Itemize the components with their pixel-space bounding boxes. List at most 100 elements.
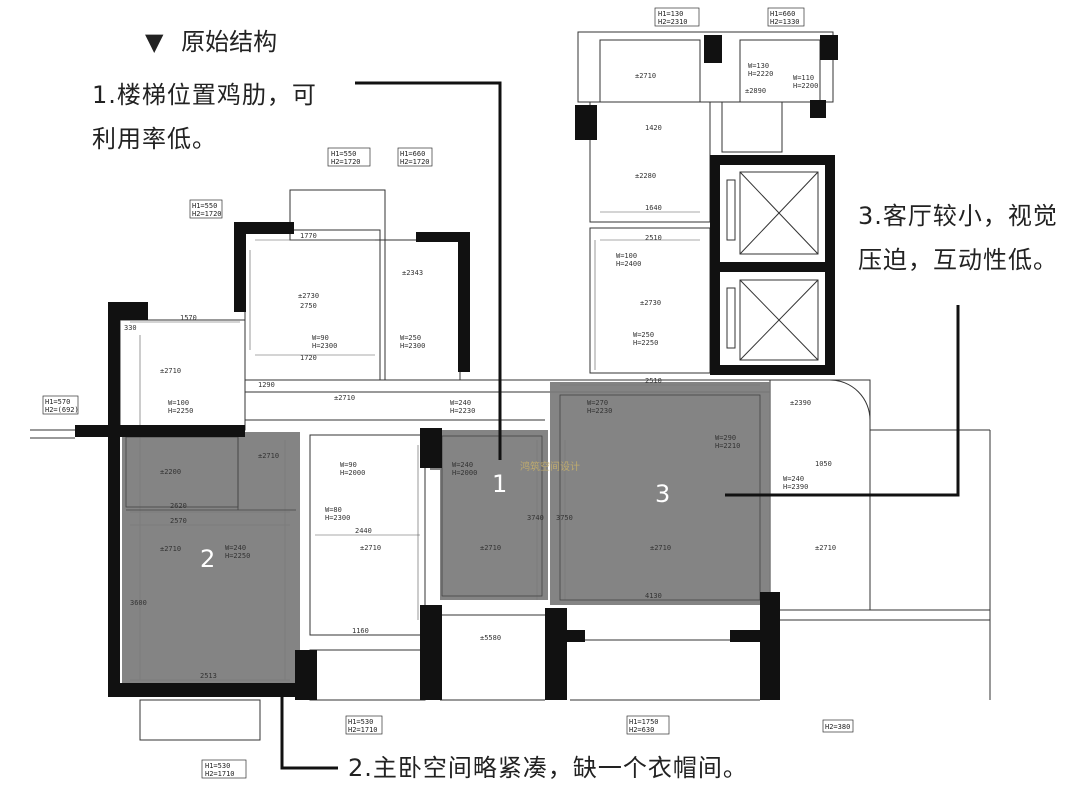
elev-16: ±2890	[745, 87, 766, 95]
opening-12-w: W=240	[452, 461, 473, 469]
annotation-3: 3.客厅较小，视觉 压迫，互动性低。	[858, 194, 1058, 282]
annotation-3-line-1: 3.客厅较小，视觉	[858, 202, 1058, 230]
annotation-2-line-1: 2.主卧空间略紧凑，缺一个衣帽间。	[348, 754, 748, 782]
highlight-zones	[122, 382, 770, 690]
elev-1: ±2710	[160, 367, 181, 375]
opening-5-h: H=2230	[587, 407, 612, 415]
opening-13-w: W=290	[715, 434, 736, 442]
opening-10-w: W=80	[325, 506, 342, 514]
dim-10: 2440	[355, 527, 372, 535]
opening-7-h: H=2400	[616, 260, 641, 268]
opening-8-w: W=250	[633, 331, 654, 339]
elevator-shafts	[726, 171, 819, 361]
label-h10: H2=2310	[658, 18, 688, 26]
annotation-1-line-2: 利用率低。	[92, 125, 217, 153]
opening-14-w: W=130	[748, 62, 769, 70]
dim-15: 1160	[352, 627, 369, 635]
dim-5: 2513	[200, 672, 217, 680]
elev-10: ±2710	[360, 544, 381, 552]
zone-1-fill	[430, 430, 548, 600]
zone-2-number: 2	[200, 545, 216, 573]
dim-20: 1290	[258, 381, 275, 389]
label-h15: H1=530	[205, 762, 230, 770]
opening-14-h: H=2220	[748, 70, 773, 78]
label-h9: H1=130	[658, 10, 683, 18]
walls	[75, 35, 838, 700]
opening-6-h: H=2390	[783, 483, 808, 491]
label-h4: H2=1720	[331, 158, 361, 166]
zone-3-fill	[550, 382, 770, 605]
opening-13-h: H=2210	[715, 442, 740, 450]
opening-11-w: W=240	[225, 544, 246, 552]
opening-2-h: H=2300	[312, 342, 337, 350]
opening-5-w: W=270	[587, 399, 608, 407]
dim-11: 4130	[645, 592, 662, 600]
opening-4-h: H=2230	[450, 407, 475, 415]
label-h18: H2=630	[629, 726, 654, 734]
zone-2-fill	[122, 432, 300, 690]
elev-14: ±5580	[480, 634, 501, 642]
label-h6: H2=1720	[400, 158, 430, 166]
opening-1-h: H=2250	[168, 407, 193, 415]
elev-4: ±2710	[635, 72, 656, 80]
dim-18: 1050	[815, 460, 832, 468]
elev-9: ±2710	[160, 545, 181, 553]
opening-4-w: W=240	[450, 399, 471, 407]
room-labels: ±2710 ±2730 ±2343 ±2710 ±2280 ±2730 ±239…	[124, 62, 836, 680]
dim-1: 1570	[180, 314, 197, 322]
dim-6: 1770	[300, 232, 317, 240]
dim-3: 2620	[170, 502, 187, 510]
dim-13: 1640	[645, 204, 662, 212]
annotation-1-line-1: 1.楼梯位置鸡肋，可	[92, 81, 317, 109]
opening-8-h: H=2250	[633, 339, 658, 347]
elev-17: ±2710	[258, 452, 279, 460]
label-h7: H1=550	[192, 202, 217, 210]
label-h8: H2=1720	[192, 210, 222, 218]
dim-14: 1420	[645, 124, 662, 132]
annotation-3-line-2: 压迫，互动性低。	[858, 246, 1058, 274]
elev-12: ±2710	[650, 544, 671, 552]
zone-3-number: 3	[655, 480, 671, 508]
opening-9-h: H=2000	[340, 469, 365, 477]
opening-11-h: H=2250	[225, 552, 250, 560]
opening-15-h: H=2200	[793, 82, 818, 90]
elev-7: ±2390	[790, 399, 811, 407]
label-h19: H2=380	[825, 723, 850, 731]
opening-3-w: W=250	[400, 334, 421, 342]
label-h3: H1=550	[331, 150, 356, 158]
label-h2: H2=(692)	[45, 406, 79, 414]
label-h16: H2=1710	[205, 770, 235, 778]
elev-8: ±2200	[160, 468, 181, 476]
label-h12: H2=1330	[770, 18, 800, 26]
annotation-2: 2.主卧空间略紧凑，缺一个衣帽间。	[348, 746, 748, 790]
opening-9-w: W=90	[340, 461, 357, 469]
opening-12-h: H=2000	[452, 469, 477, 477]
dim-12: 2510	[645, 377, 662, 385]
dim-8: 1720	[300, 354, 317, 362]
section-title: ▼ 原始结构	[145, 22, 277, 57]
opening-1-w: W=100	[168, 399, 189, 407]
dim-19: 2510	[645, 234, 662, 242]
label-h17: H1=1750	[629, 718, 659, 726]
elev-11: ±2710	[480, 544, 501, 552]
label-h11: H1=660	[770, 10, 795, 18]
dim-2: 330	[124, 324, 137, 332]
label-h1: H1=570	[45, 398, 70, 406]
title-text: 原始结构	[181, 28, 278, 56]
label-h5: H1=660	[400, 150, 425, 158]
opening-15-w: W=110	[793, 74, 814, 82]
opening-10-h: H=2300	[325, 514, 350, 522]
label-h14: H2=1710	[348, 726, 378, 734]
label-h13: H1=530	[348, 718, 373, 726]
dim-16: 3740	[527, 514, 544, 522]
dim-7: 2750	[300, 302, 317, 310]
elev-15: ±2710	[334, 394, 355, 402]
watermark: 鸿筑空间设计	[520, 460, 580, 473]
elev-5: ±2280	[635, 172, 656, 180]
elev-6: ±2730	[640, 299, 661, 307]
dim-4: 2570	[170, 517, 187, 525]
opening-3-h: H=2300	[400, 342, 425, 350]
triangle-down-icon: ▼	[145, 28, 164, 56]
zone-1-number: 1	[492, 470, 508, 498]
